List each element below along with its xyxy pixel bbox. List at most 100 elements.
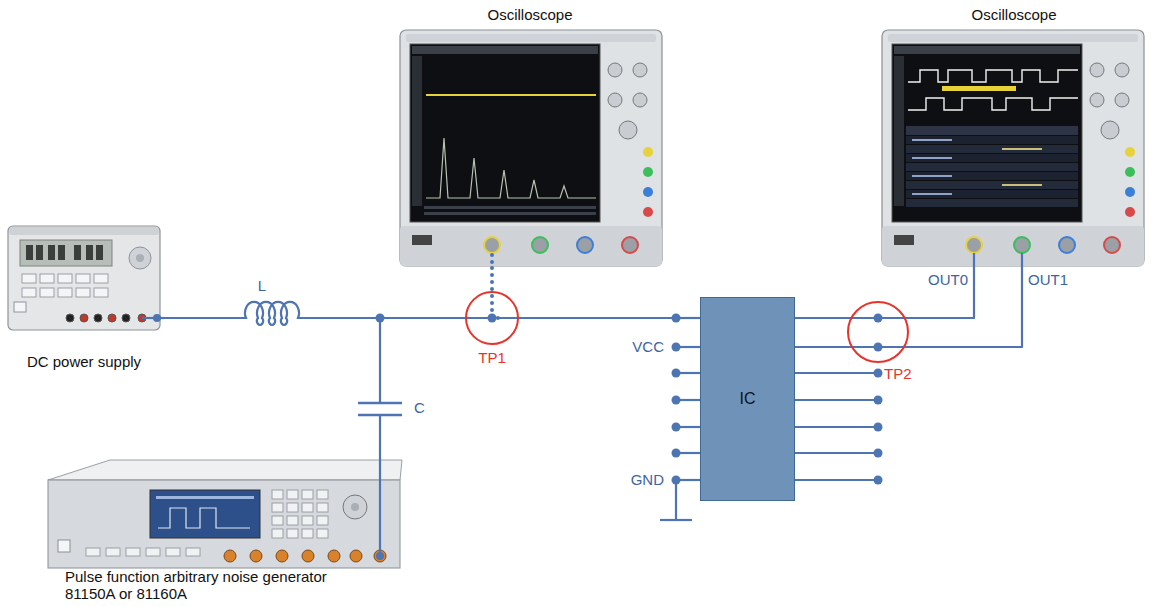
oscilloscope-illustration xyxy=(1101,121,1119,139)
keypad xyxy=(272,490,283,499)
oscilloscope-illustration xyxy=(882,226,1144,266)
noise-generator-illustration xyxy=(158,508,250,528)
oscilloscope-illustration xyxy=(426,138,596,198)
ic-right-pins xyxy=(795,452,878,454)
oscilloscope-illustration xyxy=(643,207,653,217)
panel-buttons xyxy=(22,288,36,297)
protocol-table xyxy=(912,193,952,195)
panel-buttons xyxy=(58,288,72,297)
ic-right-pins xyxy=(874,396,883,405)
keypad xyxy=(317,503,328,512)
output-connectors xyxy=(302,550,314,562)
keypad xyxy=(272,529,283,538)
display-digits xyxy=(86,245,93,260)
protocol-table xyxy=(906,136,1078,144)
ground-symbol xyxy=(675,480,677,520)
power-supply-device: DC power supply xyxy=(4,220,164,372)
panel-buttons xyxy=(58,274,72,283)
protocol-table xyxy=(906,172,1078,180)
oscilloscope-illustration xyxy=(1125,207,1135,217)
ic-chip: IC xyxy=(700,297,795,501)
keypad xyxy=(166,548,180,556)
keypad xyxy=(302,490,313,499)
protocol-table xyxy=(906,154,1078,162)
test-point-name: TP2 xyxy=(884,366,912,383)
keypad xyxy=(86,490,328,556)
keypad xyxy=(317,516,328,525)
oscilloscope-illustration xyxy=(894,46,1080,54)
oscilloscope-illustration xyxy=(400,30,662,266)
noise-generator-illustration xyxy=(343,495,367,519)
inductor-symbol xyxy=(244,315,300,321)
signal-name: OUT0 xyxy=(928,272,968,289)
inductor-symbol xyxy=(244,302,300,325)
ic-left-pins xyxy=(672,423,681,432)
label-anchor: TP1 xyxy=(478,350,506,367)
output-terminals xyxy=(108,314,116,322)
display-digits xyxy=(96,245,103,260)
display-digits xyxy=(74,245,81,260)
panel-buttons xyxy=(76,288,90,297)
ic-right-pins xyxy=(874,314,883,323)
power-supply-illustration xyxy=(8,226,160,330)
display-digits xyxy=(36,245,43,260)
protocol-table xyxy=(1002,148,1042,150)
chip-label: IC xyxy=(740,390,756,408)
output-terminals xyxy=(94,314,102,322)
oscilloscope-illustration xyxy=(643,167,653,177)
noise-generator-illustration xyxy=(58,540,70,552)
keypad xyxy=(317,529,328,538)
ic-right-pins xyxy=(795,346,878,348)
protocol-table xyxy=(906,145,1078,153)
oscilloscope-illustration xyxy=(1115,93,1129,107)
capacitor-symbol xyxy=(358,402,402,405)
keypad xyxy=(287,529,298,538)
probe-connection xyxy=(492,268,700,318)
probe-lead xyxy=(490,255,494,266)
noise-generator-illustration xyxy=(156,496,254,499)
oscilloscope-device: Oscilloscope xyxy=(398,4,662,268)
label-anchor: L xyxy=(258,278,266,295)
label-anchor: C xyxy=(414,400,425,417)
scope-lead xyxy=(1021,253,1023,268)
oscilloscope-illustration xyxy=(412,46,598,54)
oscilloscope-illustration xyxy=(426,94,596,96)
oscilloscope-illustration xyxy=(532,237,548,253)
output-terminals xyxy=(80,314,88,322)
signal-name: OUT1 xyxy=(1028,272,1068,289)
oscilloscope-illustration xyxy=(1115,63,1129,77)
oscilloscope-illustration xyxy=(942,86,1016,91)
component-name: L xyxy=(258,278,266,295)
wire xyxy=(380,318,700,452)
device-label: Oscilloscope xyxy=(487,6,572,23)
oscilloscope-illustration xyxy=(1104,237,1120,253)
keypad xyxy=(287,490,298,499)
oscilloscope-illustration xyxy=(633,93,647,107)
display-digits xyxy=(58,245,65,260)
noise-generator-device: Pulse function arbitrary noise generator… xyxy=(38,452,410,602)
junction-dot xyxy=(376,314,385,323)
capacitor-symbol xyxy=(358,403,402,415)
test-point-circle xyxy=(466,292,518,344)
label-anchor: GND xyxy=(631,472,664,489)
ic-right-pins xyxy=(795,426,878,428)
oscilloscope-illustration xyxy=(412,235,432,245)
protocol-table xyxy=(912,175,952,177)
ic-left-pins xyxy=(672,314,701,485)
oscilloscope-illustration xyxy=(894,235,914,245)
pin-name: GND xyxy=(631,472,664,489)
label-anchor: OUT1 xyxy=(1028,272,1068,289)
device-label: DC power supply xyxy=(27,353,141,370)
power-supply-illustration xyxy=(9,227,159,235)
oscilloscope-illustration xyxy=(424,206,596,209)
protocol-table xyxy=(906,126,1078,207)
ic-right-pins xyxy=(874,476,883,485)
device-label: Pulse function arbitrary noise generator… xyxy=(65,568,355,603)
output-connectors xyxy=(224,550,236,562)
capacitor-symbol xyxy=(358,414,402,417)
keypad xyxy=(302,503,313,512)
protocol-table xyxy=(906,181,1078,189)
